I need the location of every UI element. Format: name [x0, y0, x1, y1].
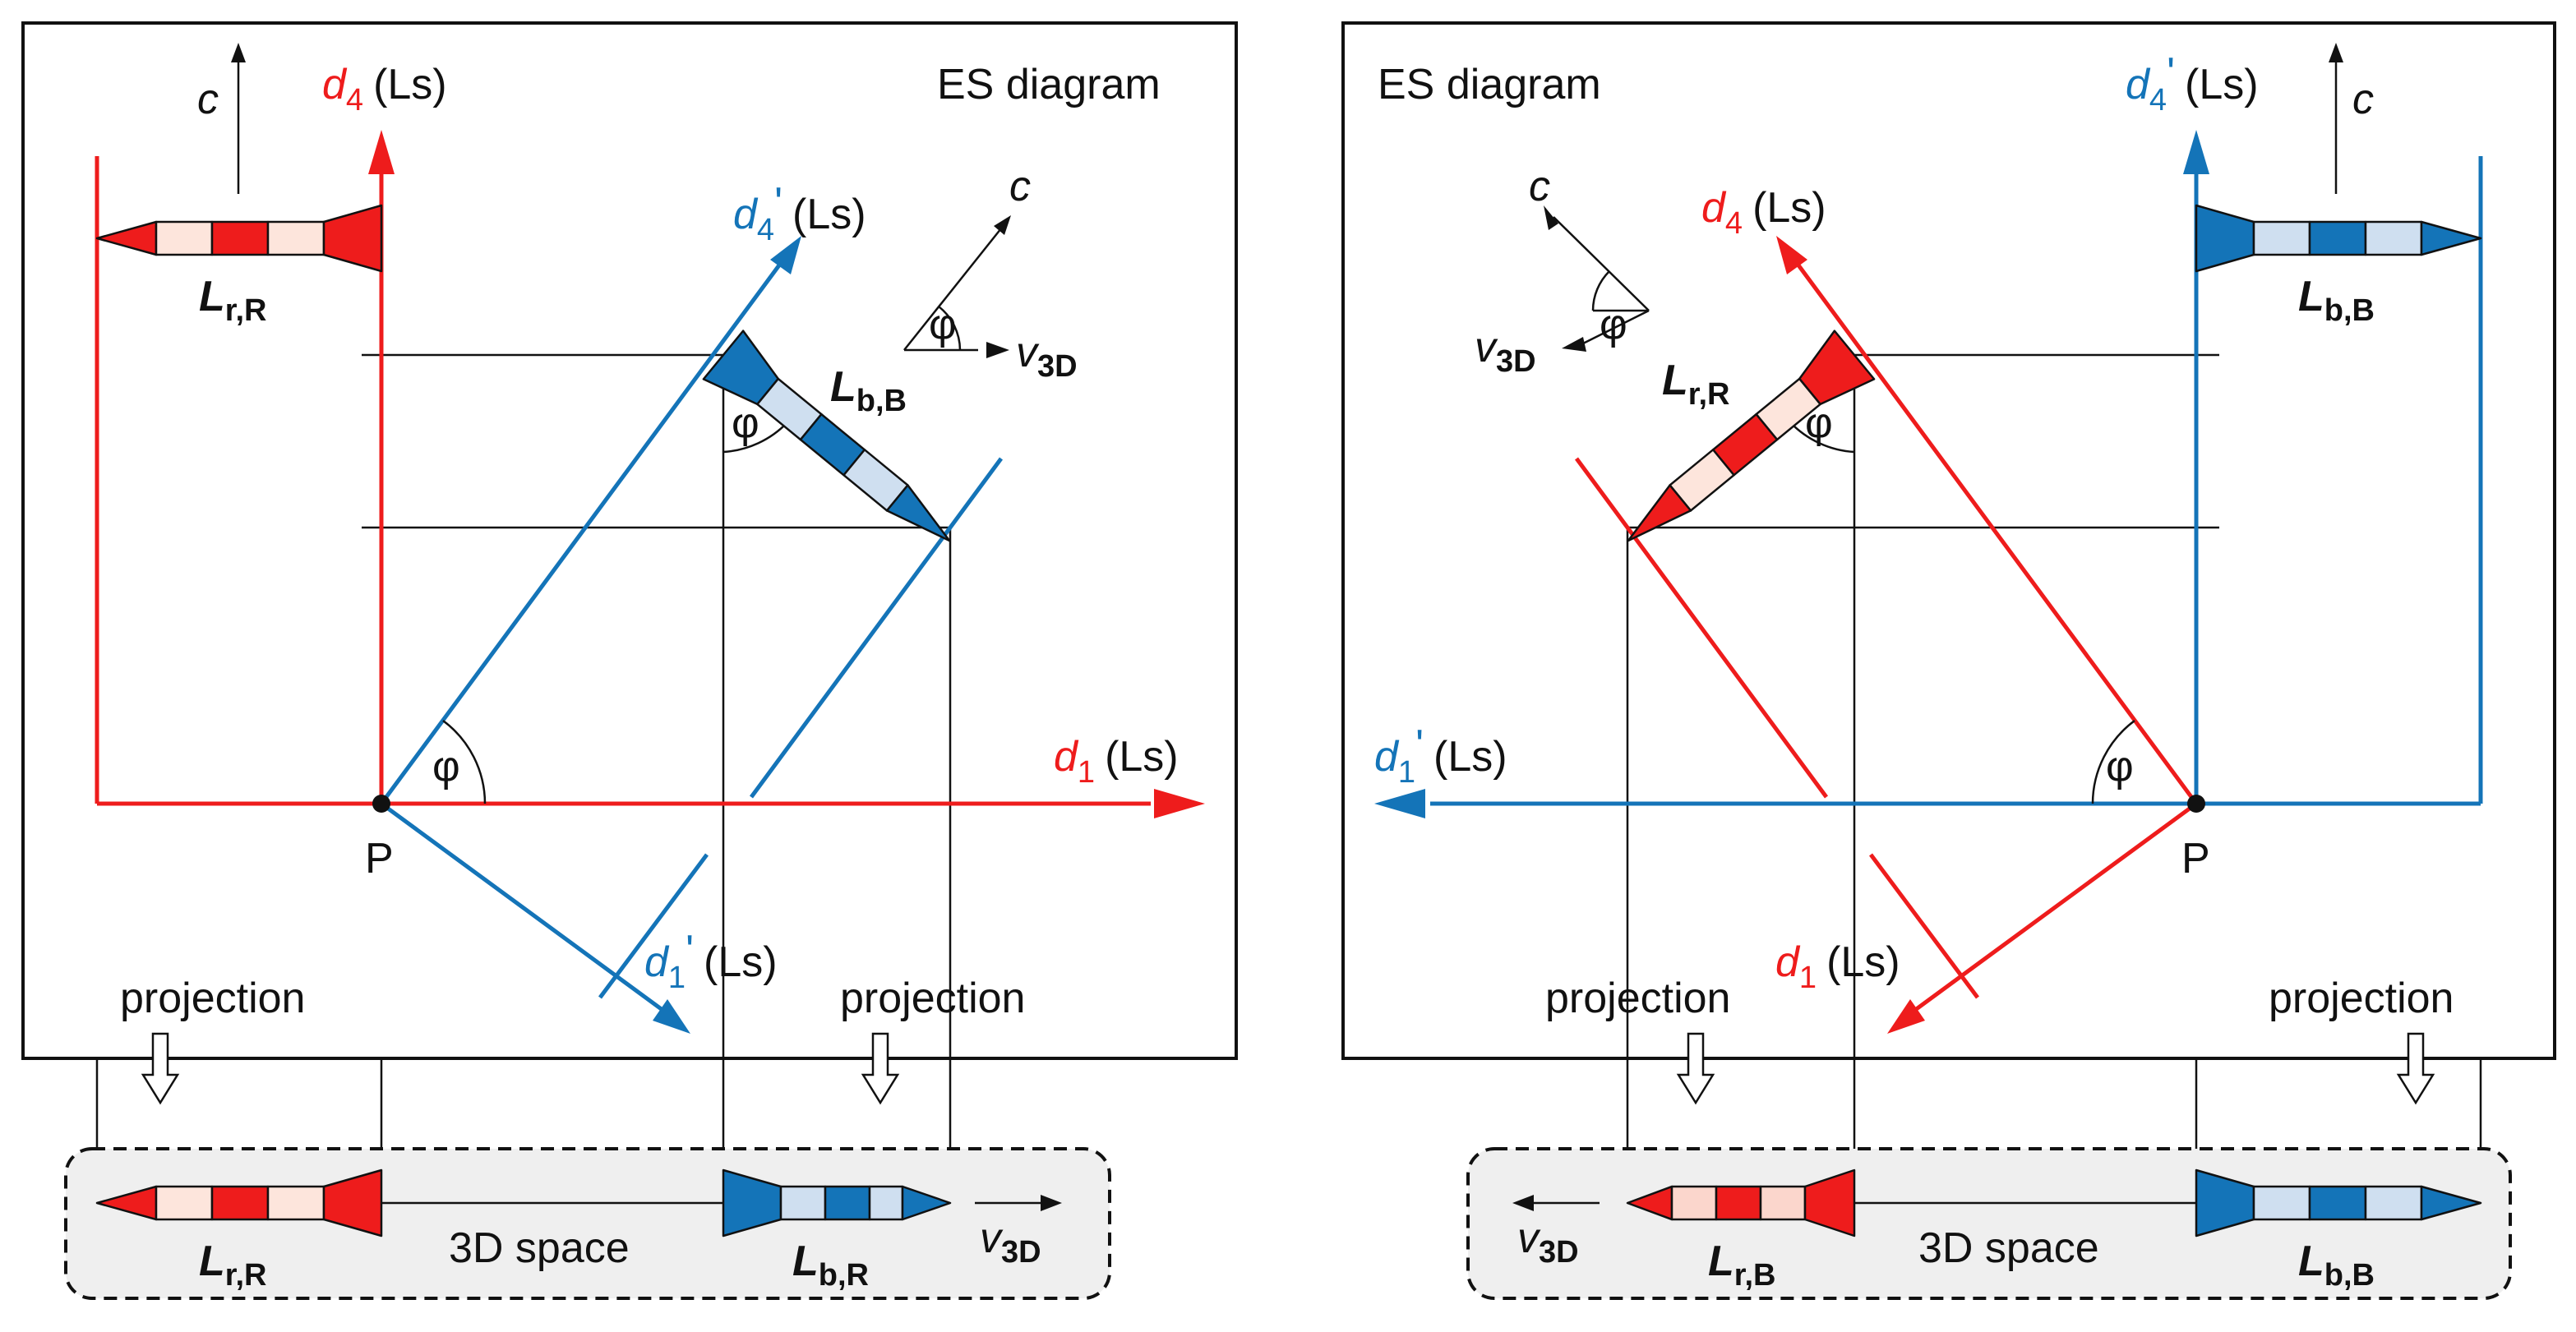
- right-axis-d4-label: d4(Ls): [1701, 184, 1826, 241]
- left-title: ES diagram: [937, 61, 1161, 108]
- left-triangle-v-label: v3D: [1016, 329, 1078, 384]
- right-d1p-arrowhead: [1374, 789, 1425, 818]
- left-space-blue-rod-label: Lb,R: [792, 1238, 869, 1293]
- left-space-v-label: v3D: [980, 1214, 1041, 1270]
- right-triangle-v-label: v3D: [1475, 324, 1536, 379]
- right-projection-label-1: projection: [1545, 975, 1730, 1022]
- left-axis-d1p-label: d1'(Ls): [644, 927, 778, 995]
- right-blue-rod-label: Lb,B: [2298, 273, 2375, 328]
- left-axis-d4-label: d4(Ls): [322, 61, 447, 118]
- right-point-p-label: P: [2181, 835, 2210, 883]
- right-rod-phi-label: φ: [1805, 399, 1833, 447]
- right-d1-arrowhead: [1887, 999, 1925, 1034]
- left-space-red-rod-label: Lr,R: [199, 1238, 266, 1293]
- left-space-red-rod: [95, 1168, 383, 1238]
- right-triangle-phi-label: φ: [1600, 301, 1627, 348]
- right-panel-frame: [1341, 21, 2556, 1060]
- right-red-rod: [1627, 330, 1876, 542]
- right-space-label: 3D space: [1918, 1224, 2099, 1272]
- left-projection-arrow-2: [861, 1032, 900, 1105]
- right-space-red-rod-label: Lr,B: [1708, 1238, 1775, 1293]
- right-c-label: c: [2352, 76, 2374, 123]
- left-triangle-c-label: c: [1009, 163, 1031, 210]
- left-red-axes: [95, 156, 1151, 806]
- right-axis-d1-label: d1(Ls): [1775, 938, 1900, 995]
- left-d4p-arrowhead: [770, 236, 801, 274]
- right-space-blue-rod: [2195, 1168, 2482, 1238]
- right-guide-lines: [1626, 353, 2482, 1149]
- left-d1-arrowhead: [1154, 789, 1205, 818]
- right-d4-arrowhead: [1776, 236, 1807, 274]
- left-space-label: 3D space: [449, 1224, 630, 1272]
- left-space-v-arrowhead: [1041, 1195, 1062, 1211]
- left-panel: ES diagram d4(Ls) d1(Ls) d4'(Ls) d1'(Ls)…: [21, 21, 1238, 1300]
- left-rod-phi-label: φ: [732, 399, 759, 447]
- left-d1p-arrowhead: [653, 999, 690, 1034]
- left-point-p-dot: [372, 795, 390, 813]
- left-blue-axes: [379, 261, 1004, 1015]
- left-c-label: c: [197, 76, 219, 123]
- left-point-p-label: P: [365, 835, 394, 883]
- right-space-blue-rod-label: Lb,B: [2298, 1238, 2375, 1293]
- right-axis-d4p-label: d4'(Ls): [2126, 49, 2259, 118]
- right-triangle-c-label: c: [1529, 163, 1550, 210]
- right-space-v-arrowhead: [1512, 1195, 1534, 1211]
- left-velocity-triangle: [903, 228, 1002, 352]
- left-triangle-phi-label: φ: [929, 301, 957, 348]
- left-triangle-v-arrowhead: [986, 342, 1009, 358]
- left-p-phi-label: φ: [432, 743, 460, 790]
- left-phi-arc-p: [442, 719, 487, 804]
- right-p-phi-label: φ: [2106, 743, 2134, 790]
- right-title: ES diagram: [1378, 61, 1601, 108]
- right-point-p-dot: [2187, 795, 2205, 813]
- right-d4p-arrowhead: [2183, 130, 2209, 174]
- left-c-arrowhead: [231, 43, 246, 62]
- left-space-blue-rod: [722, 1168, 952, 1238]
- right-projection-arrow-2: [2396, 1032, 2435, 1105]
- left-red-rod-label: Lr,R: [199, 273, 266, 328]
- left-blue-rod: [702, 330, 951, 542]
- right-red-rod-label: Lr,R: [1662, 357, 1729, 412]
- left-guide-lines: [95, 353, 952, 1149]
- right-velocity-triangle: [1553, 216, 1650, 345]
- right-projection-arrow-1: [1676, 1032, 1715, 1105]
- left-d4-arrowhead: [368, 130, 395, 174]
- left-projection-label-1: projection: [120, 975, 305, 1022]
- left-triangle-c-arrowhead: [994, 215, 1011, 235]
- right-projection-label-2: projection: [2269, 975, 2454, 1022]
- right-red-axes: [1574, 261, 2199, 1015]
- right-phi-arc-p: [2091, 719, 2135, 804]
- left-blue-rod-label: Lb,B: [830, 363, 907, 418]
- right-axis-d1p-label: d1'(Ls): [1374, 721, 1507, 790]
- right-triangle-v-arrowhead: [1562, 337, 1586, 352]
- right-panel: ES diagram d4'(Ls) d1'(Ls) d4(Ls) d1(Ls)…: [1341, 21, 2556, 1300]
- right-space-v-label: v3D: [1517, 1214, 1579, 1270]
- left-phi-arc-rod: [722, 422, 788, 454]
- right-blue-axes: [1430, 156, 2483, 806]
- left-axis-d1-label: d1(Ls): [1054, 733, 1179, 790]
- right-phi-arc-rod: [1789, 422, 1855, 454]
- right-triangle-c-arrowhead: [1544, 205, 1558, 230]
- right-space-red-rod: [1626, 1168, 1856, 1238]
- left-panel-frame: [21, 21, 1238, 1060]
- left-axis-d4p-label: d4'(Ls): [733, 179, 866, 247]
- left-projection-arrow-1: [141, 1032, 180, 1105]
- left-red-rod: [95, 204, 383, 273]
- left-projection-label-2: projection: [840, 975, 1025, 1022]
- right-blue-rod: [2195, 204, 2482, 273]
- right-c-arrowhead: [2329, 43, 2343, 62]
